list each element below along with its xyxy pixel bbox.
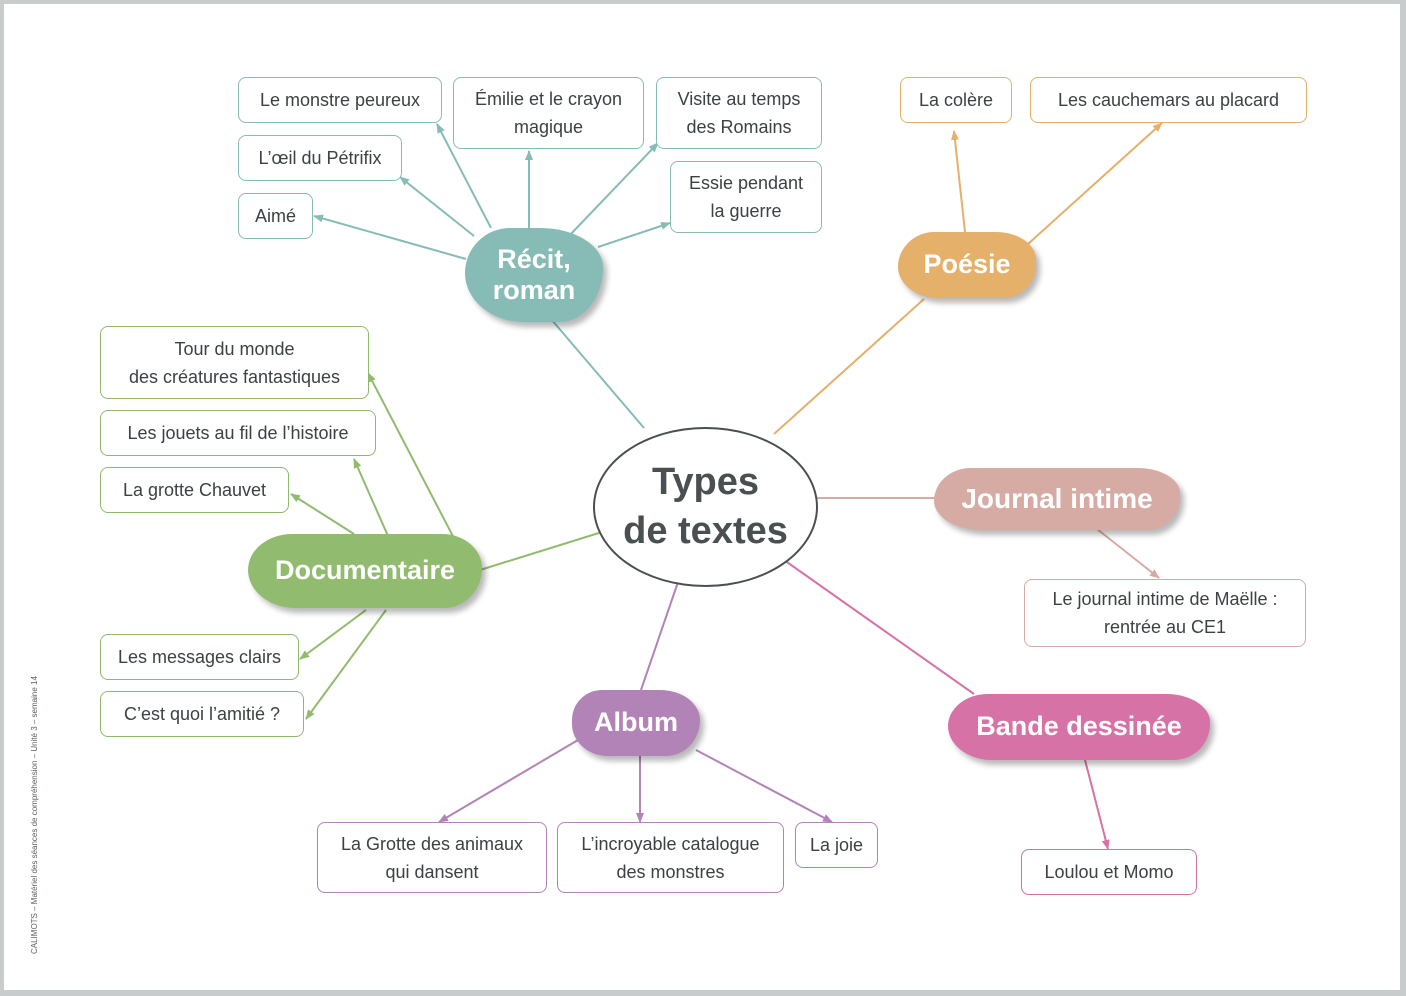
branch-recit: Récit, roman [465, 228, 603, 322]
branch-bd-label: Bande dessinée [976, 711, 1182, 742]
branch-album-label: Album [594, 707, 678, 738]
book-documentaire-3: La grotte Chauvet [100, 467, 289, 513]
book-bd-1: Loulou et Momo [1021, 849, 1197, 895]
book-recit-6: Essie pendant la guerre [670, 161, 822, 233]
book-poesie-1: La colère [900, 77, 1012, 123]
mind-map-page: Types de textes Récit, roman Poésie Jour… [4, 4, 1400, 990]
connector-lines [290, 122, 1163, 850]
book-journal-1: Le journal intime de Maëlle : rentrée au… [1024, 579, 1306, 647]
branch-bd: Bande dessinée [948, 694, 1210, 760]
book-documentaire-4: Les messages clairs [100, 634, 299, 680]
link-center-album [640, 581, 679, 691]
book-recit-1: Le monstre peureux [238, 77, 442, 123]
book-poesie-2: Les cauchemars au placard [1030, 77, 1307, 123]
branch-poesie: Poésie [898, 232, 1036, 298]
book-album-1: La Grotte des animaux qui dansent [317, 822, 547, 893]
book-documentaire-5: C’est quoi l’amitié ? [100, 691, 304, 737]
link-center-bd [783, 559, 975, 695]
footer-note: CALIMOTS – Matériel des séances de compr… [30, 676, 39, 954]
book-album-3: La joie [795, 822, 878, 868]
book-recit-4: Émilie et le crayon magique [453, 77, 644, 149]
branch-poesie-label: Poésie [923, 249, 1011, 280]
link-center-documentaire [479, 531, 603, 571]
branch-journal: Journal intime [934, 468, 1180, 530]
branch-journal-label: Journal intime [961, 482, 1153, 514]
link-center-recit [550, 318, 645, 429]
branch-documentaire: Documentaire [248, 534, 482, 608]
link-center-poesie [773, 298, 925, 435]
book-album-2: L’incroyable catalogue des monstres [557, 822, 784, 893]
branch-album: Album [572, 690, 700, 756]
center-node-title: Types de textes [593, 427, 818, 587]
book-documentaire-2: Les jouets au fil de l’histoire [100, 410, 376, 456]
book-recit-3: Aimé [238, 193, 313, 239]
book-documentaire-1: Tour du monde des créatures fantastiques [100, 326, 369, 399]
book-recit-5: Visite au temps des Romains [656, 77, 822, 149]
branch-documentaire-label: Documentaire [274, 555, 456, 586]
book-recit-2: L’œil du Pétrifix [238, 135, 402, 181]
branch-recit-label: Récit, roman [492, 243, 576, 305]
